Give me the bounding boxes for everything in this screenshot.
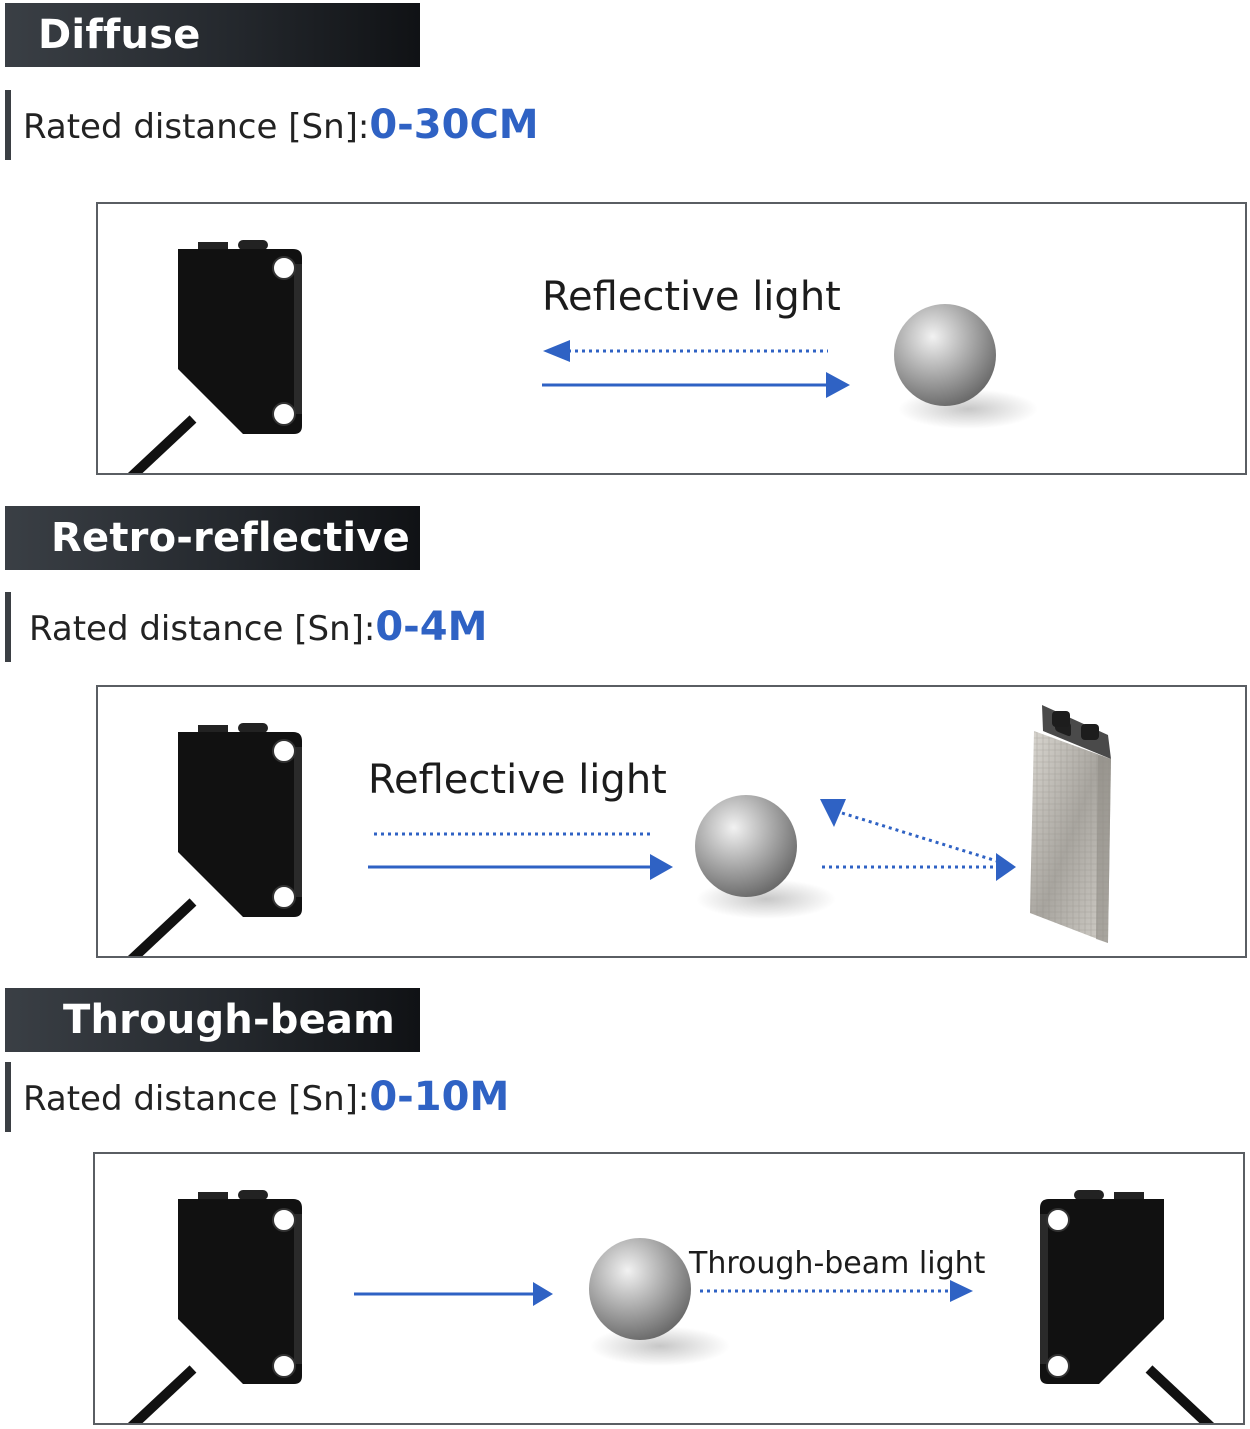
diagram-panel-retro: Reflective light <box>96 685 1247 958</box>
rated-distance-value: 0-10M <box>369 1074 510 1120</box>
sphere-target-icon <box>695 795 836 919</box>
photoelectric-sensor-icon <box>127 723 302 956</box>
photoelectric-sensor-icon <box>127 240 302 473</box>
rated-distance-retro: Rated distance [Sn]:0-4M <box>5 592 487 662</box>
diagram-panel-diffuse: Reflective light <box>96 202 1247 475</box>
rated-distance-label: Rated distance [Sn]: <box>23 107 370 147</box>
section-title-diffuse: Diffuse reflection <box>5 3 420 122</box>
sphere-target-icon <box>589 1238 730 1366</box>
light-label: Reflective light <box>368 757 667 803</box>
receiver-sensor-icon <box>1040 1190 1215 1423</box>
diagram-panel-through: Through-beam light <box>93 1152 1245 1425</box>
rated-distance-value: 0-30CM <box>369 102 539 148</box>
light-label: Through-beam light <box>689 1246 986 1281</box>
reflector-plate-icon <box>1030 705 1111 943</box>
light-label: Reflective light <box>542 274 841 320</box>
rated-distance-through: Rated distance [Sn]:0-10M <box>5 1062 509 1132</box>
photoelectric-sensor-icon <box>127 1190 302 1423</box>
section-title-retro: Retro-reflective <box>5 506 420 570</box>
rated-distance-value: 0-4M <box>375 604 488 650</box>
section-title-through: Through-beam <box>5 988 420 1052</box>
sphere-target-icon <box>894 304 1038 429</box>
rated-distance-label: Rated distance [Sn]: <box>23 1079 370 1119</box>
rated-distance-diffuse: Rated distance [Sn]:0-30CM <box>5 90 539 160</box>
rated-distance-label: Rated distance [Sn]: <box>29 609 376 649</box>
